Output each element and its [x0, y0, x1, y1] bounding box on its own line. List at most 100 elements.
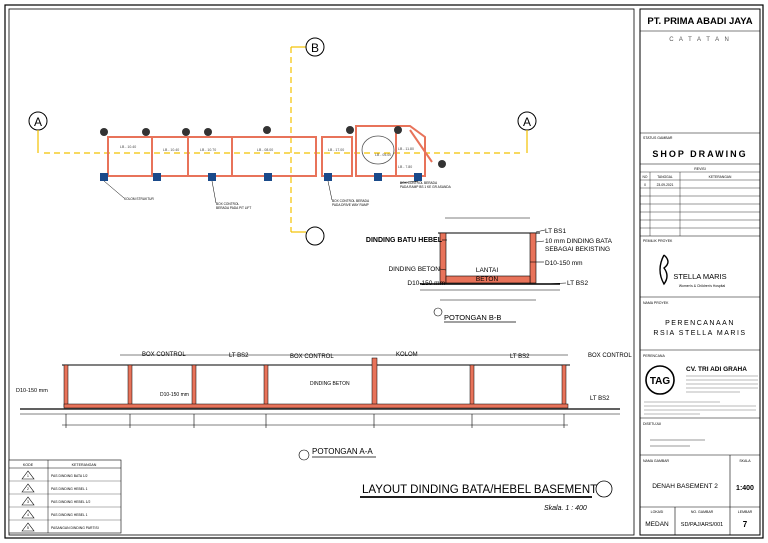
grid-label-a-right: A — [523, 115, 531, 129]
svg-text:BOX CONTROL BERADA: BOX CONTROL BERADA — [332, 199, 370, 203]
svg-text:STATUS GAMBAR: STATUS GAMBAR — [643, 136, 673, 140]
svg-text:LB - 08.00: LB - 08.00 — [257, 148, 273, 152]
legend-text: PAS DINDING BATA 1/2 — [51, 474, 88, 478]
svg-text:TAG: TAG — [650, 376, 671, 387]
main-title: LAYOUT DINDING BATA/HEBEL BASEMENT 2 — [362, 484, 607, 496]
drawing-number: SD/PAJ/ARS/001 — [681, 522, 723, 528]
svg-text:LB - 05.00: LB - 05.00 — [375, 153, 391, 157]
svg-text:LANTAI: LANTAI — [476, 267, 498, 274]
sheet-border — [4, 4, 764, 539]
svg-text:D10-150 mm: D10-150 mm — [16, 388, 48, 394]
title-potongan-b-b: POTONGAN B-B — [444, 313, 501, 322]
svg-text:D10-150 mm: D10-150 mm — [545, 260, 583, 267]
svg-text:KETERANGAN: KETERANGAN — [72, 463, 97, 467]
svg-text:LOKASI: LOKASI — [651, 510, 664, 514]
svg-text:NO. GAMBAR: NO. GAMBAR — [691, 510, 714, 514]
grid-label-a-left: A — [34, 115, 42, 129]
legend-text: PAS DINDING HEBEL 1/2 — [51, 500, 90, 504]
svg-text:LB - 10.40: LB - 10.40 — [163, 148, 179, 152]
tag-logo: TAG — [645, 365, 675, 395]
legend-code: 5 — [27, 526, 29, 530]
svg-text:PERENCANA: PERENCANA — [643, 354, 665, 358]
company-name: PT. PRIMA ABADI JAYA — [647, 16, 752, 27]
svg-text:KETERANGAN: KETERANGAN — [709, 175, 732, 179]
title-potongan-a-a: POTONGAN A-A — [312, 447, 373, 456]
svg-text:LT BS2: LT BS2 — [567, 280, 588, 287]
svg-text:BETON: BETON — [476, 276, 499, 283]
svg-text:0: 0 — [644, 183, 646, 187]
sheet-number: 7 — [743, 520, 748, 529]
svg-text:REVISI: REVISI — [694, 167, 706, 171]
svg-text:D10-150 mm: D10-150 mm — [407, 280, 445, 287]
floor-plan: B A A — [28, 37, 537, 246]
legend-code: 1 — [27, 474, 29, 478]
legend-code: 2 — [27, 487, 29, 491]
svg-text:DINDING BETON: DINDING BETON — [310, 381, 350, 387]
svg-text:LT BS2: LT BS2 — [510, 354, 530, 360]
ramp-symbol — [361, 135, 395, 165]
drawing-name: DENAH BASEMENT 2 — [652, 483, 718, 490]
svg-text:LT BS2: LT BS2 — [229, 353, 249, 359]
svg-text:LB - 7.80: LB - 7.80 — [398, 165, 412, 169]
section-a-a: BOX CONTROL LT BS2 BOX CONTROL KOLOM LT … — [16, 352, 632, 461]
svg-text:LB - 11.80: LB - 11.80 — [398, 147, 414, 151]
label-lt-bs1: LT BS1 — [545, 228, 566, 235]
svg-text:BOX CONTROL BERADA: BOX CONTROL BERADA — [400, 181, 438, 185]
stella-maris-logo: STELLA MARIS Women's & Children's Hospit… — [659, 254, 727, 288]
svg-text:LB - 10.70: LB - 10.70 — [200, 148, 216, 152]
title-block: PT. PRIMA ABADI JAYA C A T A T A N STATU… — [640, 16, 760, 535]
legend-code-icon — [21, 509, 35, 519]
svg-text:PEMILIK PROYEK: PEMILIK PROYEK — [643, 239, 673, 243]
label-kolom: KOLOM — [396, 352, 418, 358]
designer-name: CV. TRI ADI GRAHA — [686, 366, 747, 373]
legend-code: 3 — [27, 500, 29, 504]
plan-columns — [100, 126, 446, 181]
svg-text:LB - 10.40: LB - 10.40 — [120, 145, 136, 149]
svg-text:TANGGAL: TANGGAL — [657, 175, 673, 179]
legend-code-icon — [21, 483, 35, 493]
drawing-scale: 1:400 — [736, 485, 754, 492]
svg-text:NO: NO — [643, 175, 648, 179]
legend-code: 4 — [27, 513, 29, 517]
svg-text:LT BS2: LT BS2 — [590, 396, 610, 402]
svg-text:STELLA MARIS: STELLA MARIS — [673, 272, 726, 281]
svg-text:DISETUJUI: DISETUJUI — [643, 422, 661, 426]
svg-text:SKALA: SKALA — [739, 459, 751, 463]
svg-text:BOX CONTROL: BOX CONTROL — [142, 352, 186, 358]
grid-bubble-b — [305, 37, 325, 57]
svg-text:KODE: KODE — [23, 463, 34, 467]
grid-bubble-b2 — [305, 226, 325, 246]
section-b-b: DINDING BATU HEBEL LT BS1 10 mm DINDING … — [366, 217, 613, 323]
legend-code-icon — [21, 470, 35, 480]
legend-text: PAS DINDING HEBEL 1 — [51, 513, 88, 517]
legend-code-icon — [21, 496, 35, 506]
title-block-frame — [639, 8, 761, 536]
location: MEDAN — [645, 521, 669, 528]
svg-text:D10-150 mm: D10-150 mm — [160, 392, 189, 398]
grid-label-b: B — [311, 41, 319, 55]
plan-walls — [107, 125, 433, 177]
svg-text:BOX CONTROL: BOX CONTROL — [216, 202, 239, 206]
legend-text: PASANGAN DINDING PARTISI — [51, 526, 99, 530]
label-dinding-beton: DINDING BETON — [388, 266, 440, 273]
svg-text:BOX CONTROL: BOX CONTROL — [290, 354, 334, 360]
project-line1: PERENCANAAN — [665, 320, 735, 327]
project-line2: RSIA STELLA MARIS — [653, 330, 746, 337]
svg-text:SEBAGAI BEKISTING: SEBAGAI BEKISTING — [545, 246, 610, 253]
svg-text:10 mm DINDING BATA: 10 mm DINDING BATA — [545, 238, 613, 245]
main-scale: Skala. 1 : 400 — [544, 505, 587, 512]
svg-text:LEMBAR: LEMBAR — [738, 510, 753, 514]
svg-text:23-09-2021: 23-09-2021 — [657, 183, 674, 187]
svg-text:PADA RAMP BS 1 KE GR ASANDA: PADA RAMP BS 1 KE GR ASANDA — [400, 185, 452, 189]
legend-text: PAS DINDING HEBEL 1 — [51, 487, 88, 491]
svg-text:LB - 17.00: LB - 17.00 — [328, 148, 344, 152]
svg-text:NAMA GAMBAR: NAMA GAMBAR — [643, 459, 670, 463]
label-kolom-struktur: KOLOM STRUKTUR — [124, 197, 154, 201]
svg-text:NAMA PROYEK: NAMA PROYEK — [643, 301, 669, 305]
svg-text:BERADA PADA PIT LIFT: BERADA PADA PIT LIFT — [216, 206, 251, 210]
status-value: SHOP DRAWING — [652, 149, 747, 159]
drawing-frame — [8, 8, 635, 536]
svg-text:BOX CONTROL: BOX CONTROL — [588, 353, 632, 359]
